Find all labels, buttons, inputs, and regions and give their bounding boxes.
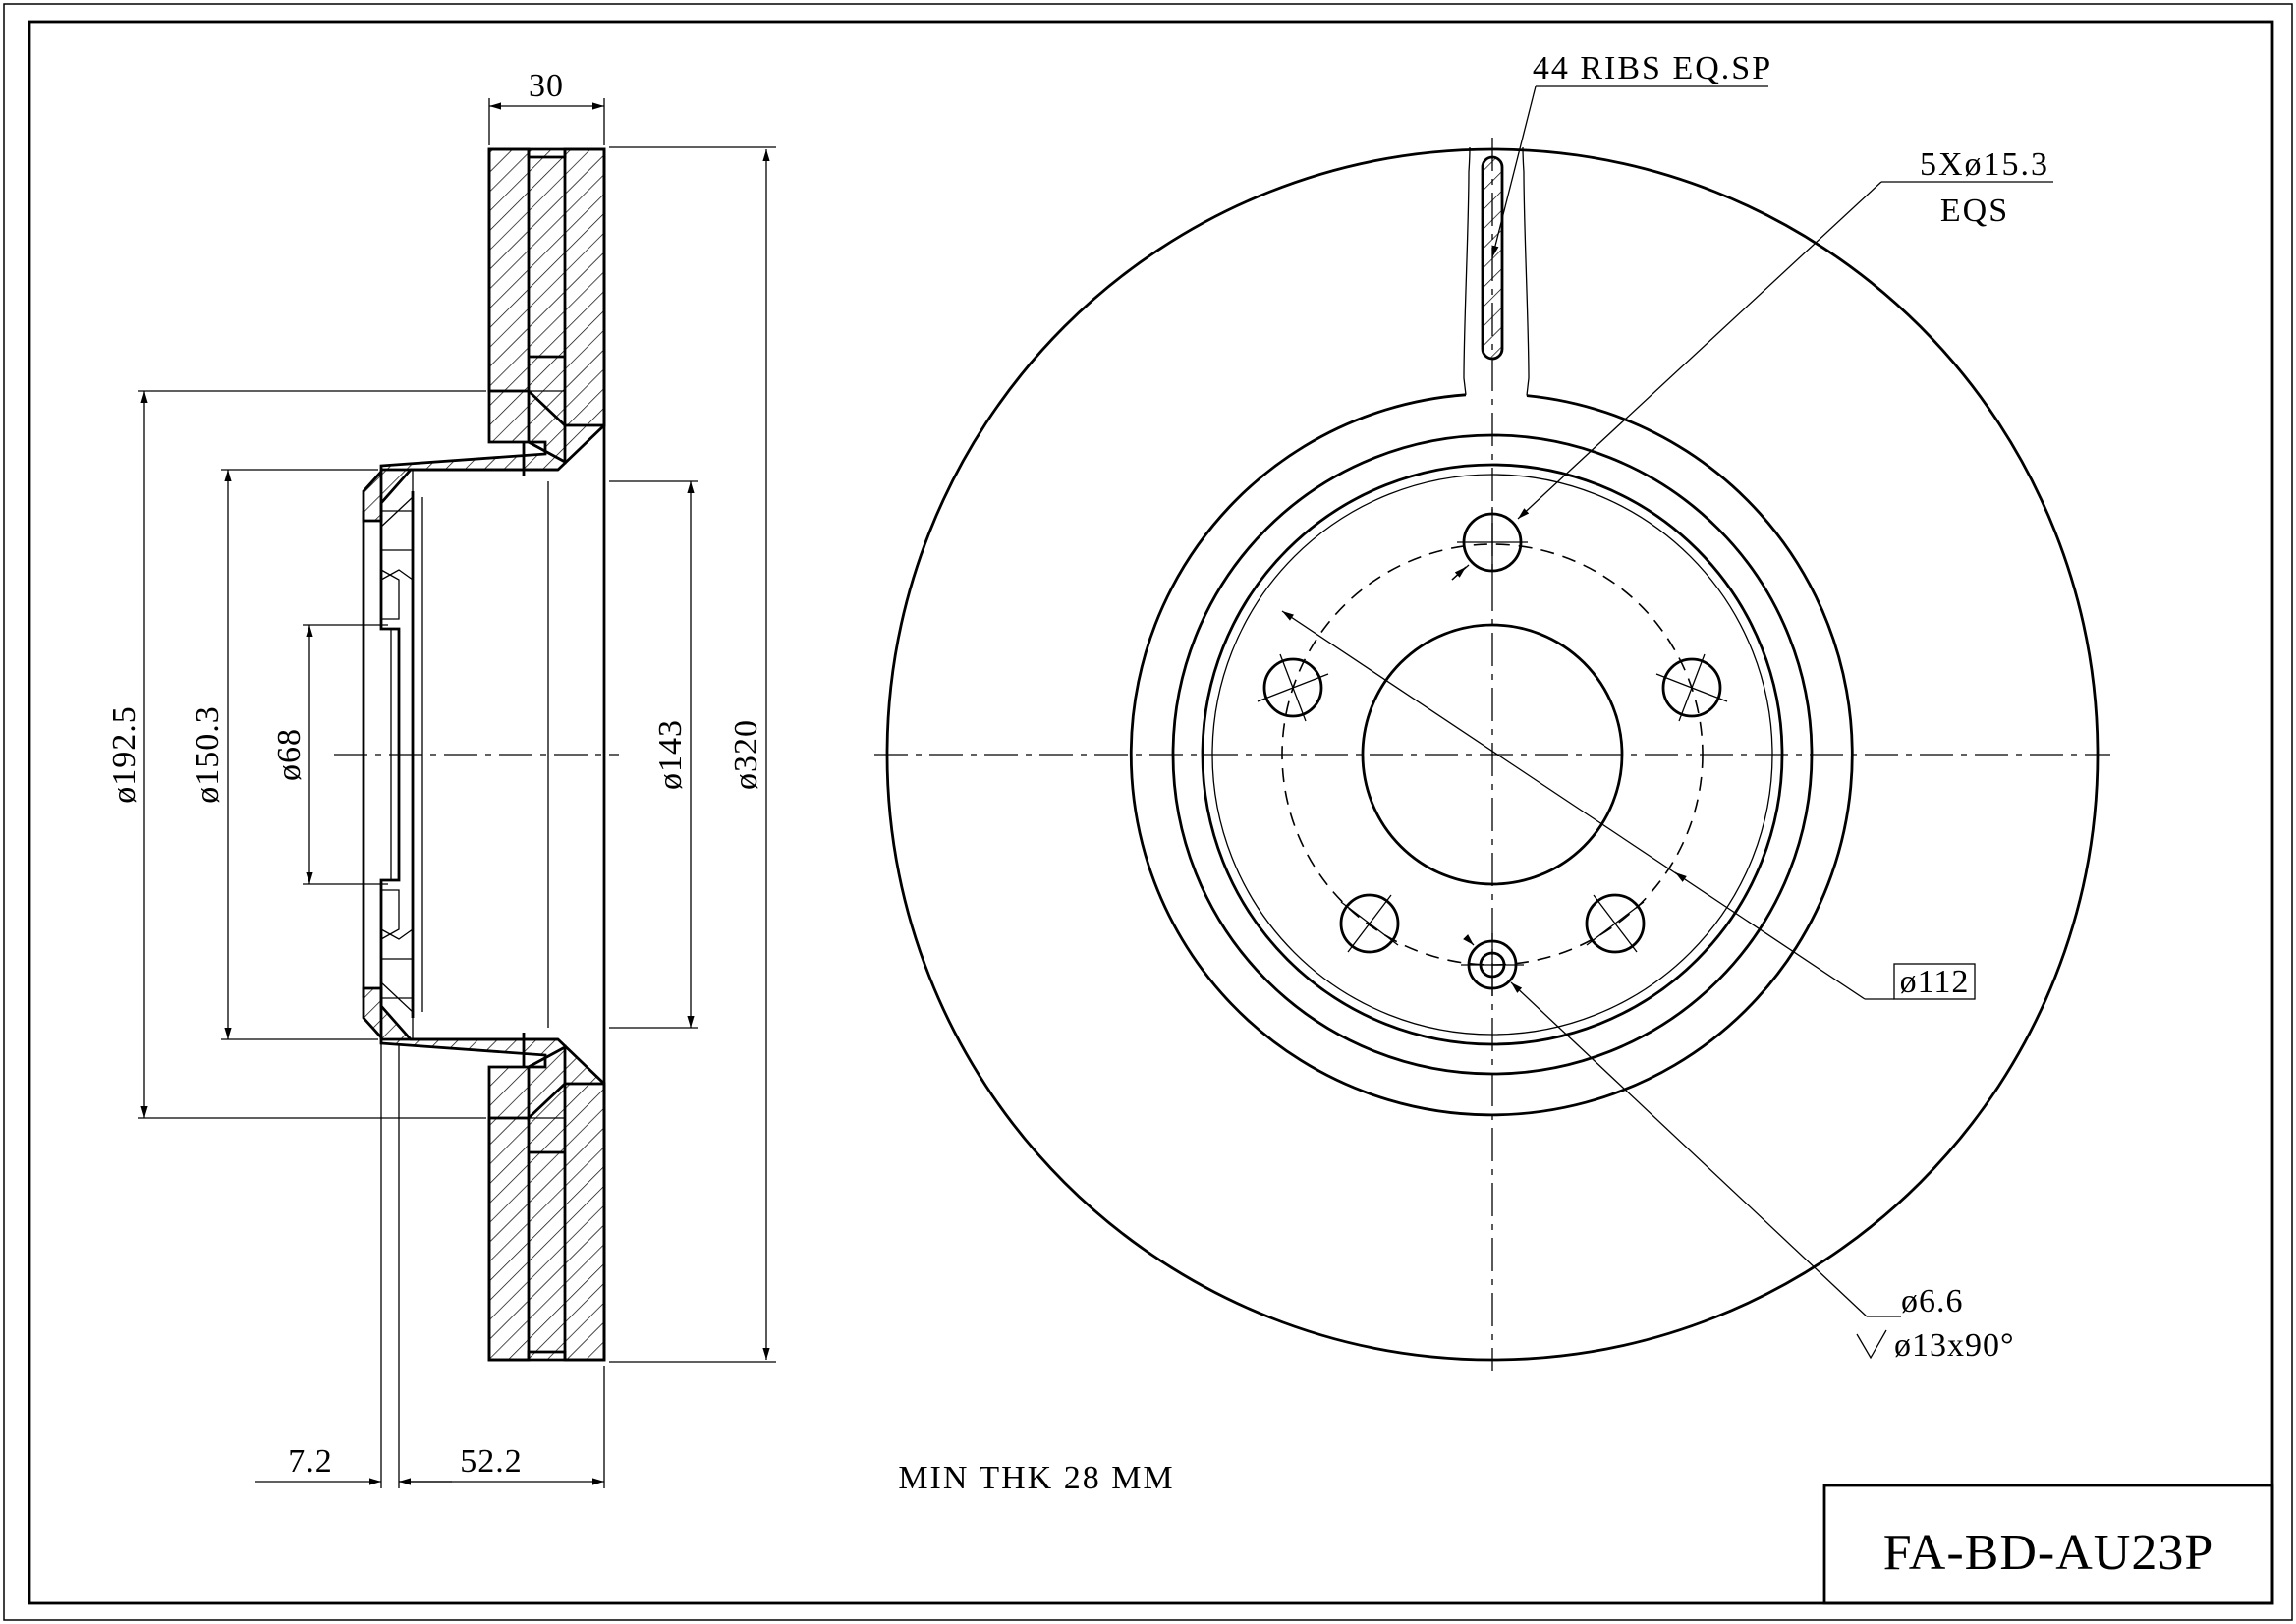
dim-diameter-320: ø320 [728,719,764,790]
bolt-hole [1339,893,1400,954]
bolt-hole [1661,657,1722,718]
bolt-holes-eqs: EQS [1940,193,2009,229]
dim-diameter-150-3: ø150.3 [190,705,226,804]
leader-bolt-holes [1451,181,2053,581]
dim-diameter-68: ø68 [271,728,308,781]
section-dimension-lines [140,102,770,1485]
countersink-dim: ø13x90° [1894,1327,2015,1364]
section-extension-lines [138,98,776,1488]
section-hatch-upper [362,147,606,523]
front-view: 44 RIBS EQ.SP 5Xø15.3 EQS ø112 ø6.6 ø13x… [874,50,2110,1371]
bolt-hole [1262,657,1323,718]
leader-ribs [1491,85,1768,258]
small-hole-dim: ø6.6 [1901,1283,1964,1319]
part-number: FA-BD-AU23P [1883,1525,2214,1581]
dim-width-30: 30 [529,68,564,104]
dim-diameter-143: ø143 [652,719,689,790]
dim-diameter-192-5: ø192.5 [106,705,142,804]
pcd-dim: ø112 [1900,964,1970,1000]
friction-inner-edge [1129,393,1854,1117]
bolt-hole [1585,893,1646,954]
min-thickness-note: MIN THK 28 MM [898,1460,1174,1496]
section-view: 30 ø320 ø143 ø192.5 ø150.3 ø68 7.2 52.2 [106,68,776,1488]
sheet-border [3,3,2293,1621]
section-hatch-lower [362,986,606,1362]
dim-offset-7-2: 7.2 [288,1443,333,1480]
leader-small-hole [1462,933,1901,1360]
dim-height-52-2: 52.2 [460,1443,523,1480]
bolt-holes-note: 5Xø15.3 [1920,146,2049,183]
leader-pcd [1281,610,1976,1000]
ribs-note: 44 RIBS EQ.SP [1533,50,1772,86]
title-block: FA-BD-AU23P [1822,1484,2274,1605]
